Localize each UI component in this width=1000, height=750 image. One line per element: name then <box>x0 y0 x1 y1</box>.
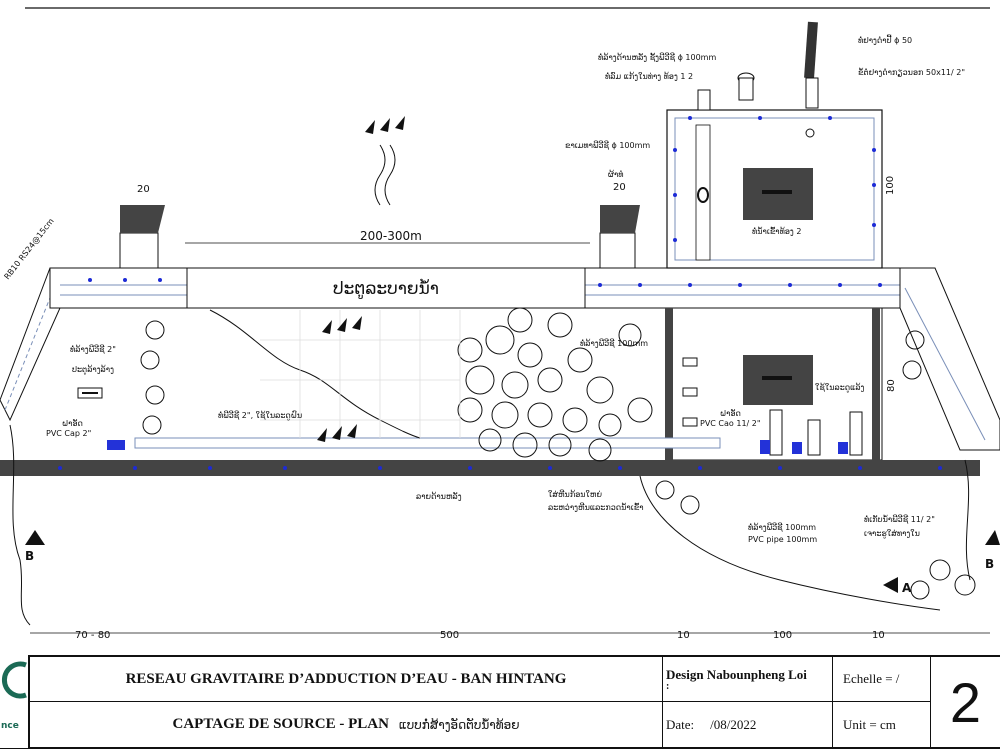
section-b-left-arrow <box>25 530 45 545</box>
logo-text: nce <box>1 721 19 731</box>
section-b-right: B <box>985 557 994 571</box>
section-a-arrow <box>883 577 898 593</box>
logo-icon: nce <box>0 655 28 748</box>
title-block: nce RESEAU GRAVITAIRE D’ADDUCTION D’EAU … <box>0 655 1000 750</box>
project-title: RESEAU GRAVITAIRE D’ADDUCTION D’EAU - BA… <box>125 670 567 687</box>
right-terrain <box>964 459 971 581</box>
cap-label-lao: ຝາອັດ <box>62 418 83 428</box>
design-colon: : <box>666 681 670 692</box>
unit-label: Unit = cm <box>843 716 896 732</box>
site-plan-drawing: ປະຕູລະບາຍນ້ຳ <box>0 7 1000 641</box>
weir-box: ປະຕູລະບາຍນ້ຳ <box>186 267 586 309</box>
chamber-upper <box>666 109 883 269</box>
dim-mid-20-name: ຜ້າທໍ <box>608 169 624 179</box>
rb-note: RB10 RS24@15cm <box>2 216 55 281</box>
sheet-title-lao: ແບບກໍ່ສ້າງອັດຕັບນ້ຳທ້ອຍ <box>398 717 520 732</box>
dim-10a: 10 <box>677 630 690 641</box>
stone-fill-label-2: ລະຫວ່າງຫີນແລະກວດນ້ຳເຂົ້າ <box>548 502 644 512</box>
rebar-dots <box>88 116 882 287</box>
scale-label: Echelle = / <box>843 671 900 686</box>
tile-grid <box>260 310 461 438</box>
drain-back-label: ລາຍດ້ານຫລັງ <box>416 491 462 501</box>
chamber2-label: ທໍ່ນ້ຳເຂົ້າທ້ອງ 2 <box>752 226 801 236</box>
pvc-100-mid: ທໍ່ລ້າງພີວີຊີ 100mm <box>580 338 648 349</box>
pipe-2in-label: ທໍ່ພີວີຊີ 2", ໃຊ້ໃນລະດູຝົນ <box>218 409 302 421</box>
sheet-title: CAPTAGE DE SOURCE - PLAN <box>172 716 389 732</box>
gate-label: ປະຕູລ້າງລ້າງ <box>72 364 114 375</box>
vent-pipe-label: ທໍ່ຢາງດຳປີ້ ϕ 50 <box>858 34 912 45</box>
sheet-number: 2 <box>949 670 982 734</box>
dim-100b: 100 <box>773 630 792 641</box>
bottom-wall <box>0 460 980 476</box>
cap-right: PVC Cao 11/ 2" <box>700 419 761 428</box>
flow-arrows <box>317 116 405 442</box>
overflow-pipe <box>697 72 755 111</box>
pipe-2in <box>107 437 721 450</box>
soil-boundary <box>639 475 941 611</box>
elbow-note: ທໍ່ລົມ ແກ້ງໃນທ່າງ ທ້ອງ 1 2 <box>605 71 693 81</box>
span-200-300: 200-300m <box>360 229 422 243</box>
drill-note: ເຈາະຮູໃສ່ທາງໃນ <box>864 528 920 539</box>
dim-left-20: 20 <box>137 184 150 195</box>
pvc-100-bottom: ທໍ່ລ້າງພີວີຊີ 100mm <box>748 522 816 533</box>
vent-pipe <box>804 21 819 109</box>
right-diagonal-wall <box>899 267 1000 451</box>
chamber-lower <box>665 307 883 461</box>
pvc-2in-left: ທໍ່ລ້າງພີວີຊີ 2" <box>70 344 116 355</box>
terrain-line <box>209 309 421 439</box>
date-label: Date: <box>666 716 695 732</box>
stone-fill-label: ໃສ່ຫີນກ້ອນໃຫຍ່ <box>548 489 602 499</box>
left-terrain <box>9 424 31 626</box>
outlet-pipe-icon <box>697 187 709 203</box>
intake-pipe-label: ທໍ່ເກັບນ້ຳພີວີຊີ 11/ 2" <box>864 514 935 525</box>
pvc-pipe-100: PVC pipe 100mm <box>748 535 817 544</box>
rain-use-label: ໃຊ້ໃນລະດູແລ້ງ <box>815 382 865 393</box>
pvc-outlet-label: ຂາເມທາພີວີຊີ ϕ 100mm <box>565 140 650 151</box>
dim-70-80: 70 - 80 <box>75 630 110 641</box>
dim-80: 80 <box>886 379 897 392</box>
cap-right-lao: ຝາອັດ <box>720 408 741 418</box>
vent-conn-label: ຂໍ້ຕໍ່ຢາງດຳກຽວນອກ 50x11/ 2" <box>858 67 965 77</box>
wall-posts <box>119 205 640 269</box>
dim-10b: 10 <box>872 630 885 641</box>
section-b-right-arrow <box>985 530 1000 545</box>
stone-fill <box>140 307 976 600</box>
weir-label: ປະຕູລະບາຍນ້ຳ <box>333 278 439 299</box>
date-value: /08/2022 <box>710 716 757 732</box>
dim-100: 100 <box>885 176 896 195</box>
section-a: A <box>902 581 912 595</box>
section-b-left: B <box>25 549 34 563</box>
dim-500: 500 <box>440 630 459 641</box>
overflow-pipe-label: ທໍ່ລ້າງດ້ານຫລັງ ຊັ້ງພີວີຊີ ϕ 100mm <box>598 52 716 63</box>
design-label: Design Nabounpheng Loi <box>666 667 807 682</box>
cap-label: PVC Cap 2" <box>46 429 91 438</box>
dim-mid-20: 20 <box>613 182 626 193</box>
